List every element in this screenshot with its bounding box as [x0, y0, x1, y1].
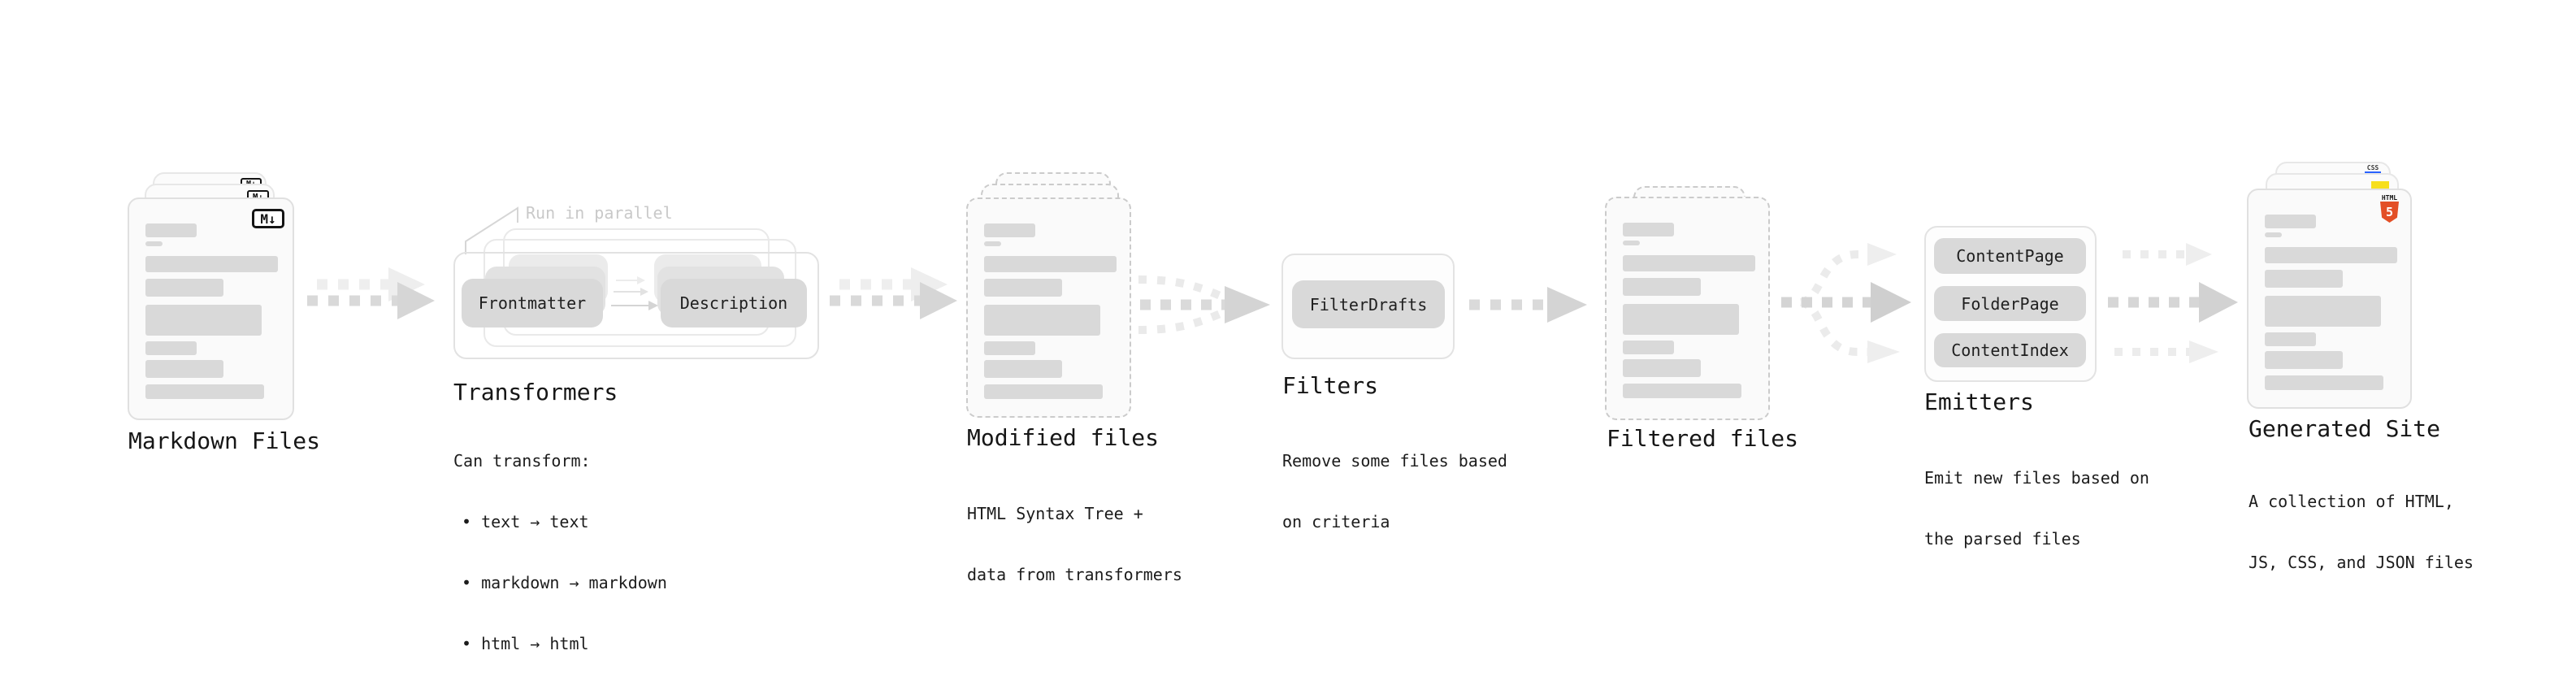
text-line-placeholder [2265, 270, 2343, 288]
desc-line: Can transform: [453, 451, 591, 471]
text-line-placeholder [2265, 296, 2381, 327]
html5-icon-number: 5 [2385, 205, 2394, 219]
text-line-placeholder [984, 341, 1035, 355]
desc-bullet: • text → text [462, 512, 589, 531]
desc-bullet: • html → html [462, 634, 589, 653]
generated-file-card-html: HTML 5 [2247, 189, 2412, 409]
desc-line: Emit new files based on [1924, 468, 2149, 488]
text-line-placeholder [145, 305, 262, 336]
css-icon: CSS [2365, 165, 2381, 174]
emitter-content-index-pill: ContentIndex [1934, 333, 2086, 367]
transformers-description: Can transform: • text → text • markdown … [453, 411, 667, 681]
text-line-placeholder [2265, 332, 2316, 346]
desc-line: HTML Syntax Tree + [967, 504, 1143, 523]
desc-line: A collection of HTML, [2249, 492, 2454, 511]
parallel-flow-arrows-icon [611, 276, 658, 310]
transformer-frontmatter-pill: Frontmatter [462, 279, 603, 327]
filter-drafts-pill: FilterDrafts [1292, 280, 1445, 328]
text-line-placeholder [1623, 278, 1701, 296]
arrow-markdown-to-transformers [307, 267, 435, 319]
text-line-placeholder [984, 256, 1117, 272]
markdown-file-card-front: M↓ [128, 197, 294, 420]
text-line-placeholder [145, 341, 197, 355]
css-icon-bar [2365, 171, 2381, 174]
text-line-placeholder [2265, 351, 2343, 369]
arrow-modified-to-filters [1138, 275, 1270, 334]
desc-line: data from transformers [967, 565, 1182, 584]
stage-title-generated-site: Generated Site [2249, 415, 2441, 442]
text-line-placeholder [1623, 359, 1701, 377]
stage-title-transformers: Transformers [453, 379, 618, 406]
text-line-placeholder [1623, 241, 1640, 245]
html5-icon-shield: 5 [2380, 202, 2399, 223]
text-line-placeholder [1623, 223, 1674, 236]
html5-icon-label: HTML [2381, 194, 2398, 202]
text-line-placeholder [2265, 375, 2383, 390]
arrow-emitters-to-generated [2108, 243, 2238, 363]
emitter-content-page-pill: ContentPage [1934, 238, 2086, 274]
text-line-placeholder [984, 241, 1001, 246]
emitter-folder-page-pill: FolderPage [1934, 286, 2086, 321]
arrow-filtered-to-emitters [1781, 243, 1911, 363]
modified-files-description: HTML Syntax Tree + data from transformer… [967, 464, 1182, 625]
filters-description: Remove some files based on criteria [1282, 411, 1507, 572]
text-line-placeholder [1623, 304, 1739, 335]
run-in-parallel-label: Run in parallel [526, 203, 673, 223]
desc-line: Remove some files based [1282, 451, 1507, 471]
parallel-leader-line [465, 206, 518, 254]
transformer-description-pill: Description [661, 279, 807, 327]
text-line-placeholder [2265, 215, 2316, 228]
stage-title-filters: Filters [1282, 372, 1379, 399]
text-line-placeholder [145, 279, 223, 297]
text-line-placeholder [145, 360, 223, 378]
js-icon [2371, 181, 2389, 189]
transformer-run-card-front [453, 252, 819, 359]
stage-title-markdown-files: Markdown Files [128, 427, 321, 454]
text-line-placeholder [145, 256, 278, 272]
text-line-placeholder [984, 223, 1035, 237]
desc-line: on criteria [1282, 512, 1390, 531]
generated-site-description: A collection of HTML, JS, CSS, and JSON … [2249, 452, 2474, 613]
emitters-description: Emit new files based on the parsed files [1924, 428, 2149, 589]
stage-title-filtered-files: Filtered files [1607, 425, 1799, 452]
text-line-placeholder [984, 279, 1062, 297]
stage-title-modified-files: Modified files [967, 424, 1160, 451]
text-line-placeholder [2265, 232, 2282, 237]
desc-bullet: • markdown → markdown [462, 573, 667, 592]
modified-file-card-front [966, 197, 1131, 418]
css-icon-label: CSS [2366, 164, 2379, 171]
desc-line: JS, CSS, and JSON files [2249, 553, 2474, 572]
text-line-placeholder [145, 384, 264, 399]
filtered-file-card-front [1605, 197, 1770, 420]
arrow-transformers-to-modified [830, 267, 957, 319]
desc-line: the parsed files [1924, 529, 2081, 549]
text-line-placeholder [145, 241, 163, 246]
html5-icon: HTML 5 [2380, 194, 2399, 223]
stage-title-emitters: Emitters [1924, 388, 2034, 415]
text-line-placeholder [1623, 255, 1755, 271]
text-line-placeholder [1623, 384, 1741, 398]
text-line-placeholder [984, 360, 1062, 378]
text-line-placeholder [984, 305, 1100, 336]
text-line-placeholder [2265, 247, 2397, 263]
text-line-placeholder [984, 384, 1103, 399]
markdown-icon: M↓ [252, 209, 284, 228]
arrow-filters-to-filtered [1469, 287, 1587, 323]
text-line-placeholder [1623, 340, 1674, 354]
text-line-placeholder [145, 223, 197, 237]
